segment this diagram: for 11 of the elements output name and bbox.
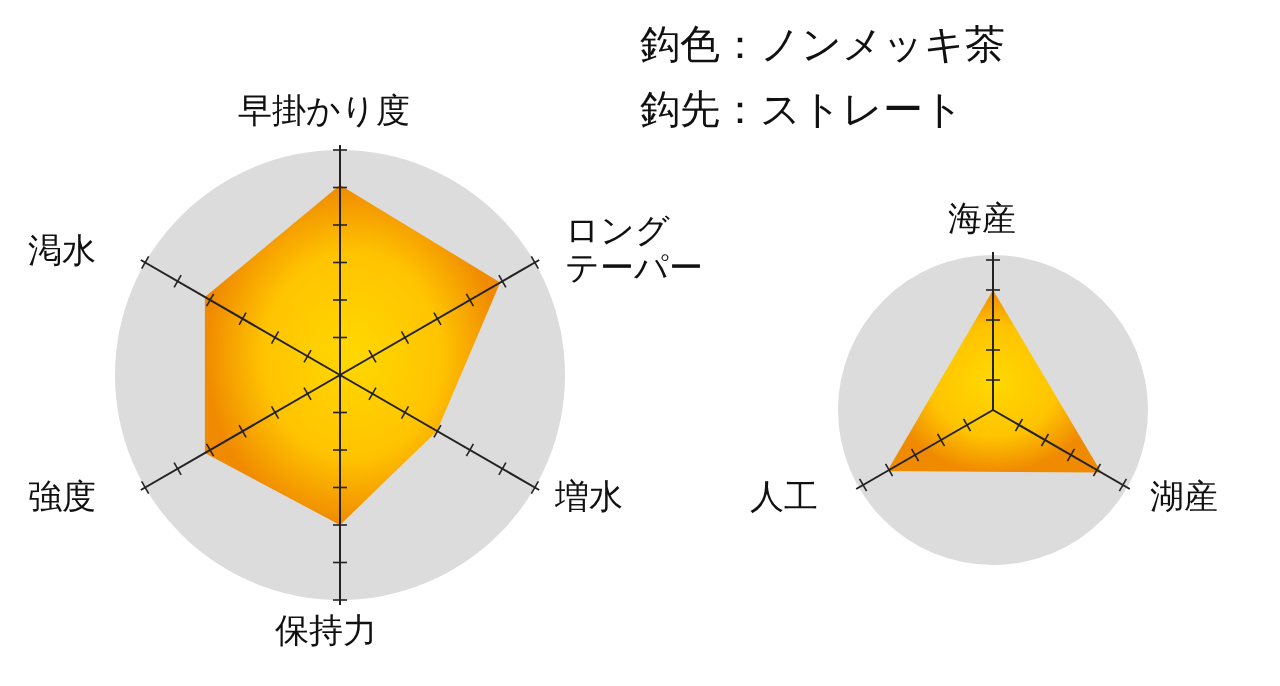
axis-label: 海産 — [948, 200, 1016, 238]
axis-label: 人工 — [750, 478, 818, 516]
spec-text: 鈎色：ノンメッキ茶 — [640, 22, 1005, 66]
axis-label: 強度 — [28, 478, 96, 516]
axis-label: 保持力 — [275, 612, 377, 650]
axis-label: 増水 — [555, 478, 623, 516]
axis-label: 渇水 — [28, 232, 96, 270]
axis-label: ロングテーパー — [565, 212, 704, 287]
axis-label: 湖産 — [1150, 478, 1218, 516]
spec-text: 鈎先：ストレート — [640, 87, 964, 131]
axis-label: 早掛かり度 — [238, 92, 410, 130]
